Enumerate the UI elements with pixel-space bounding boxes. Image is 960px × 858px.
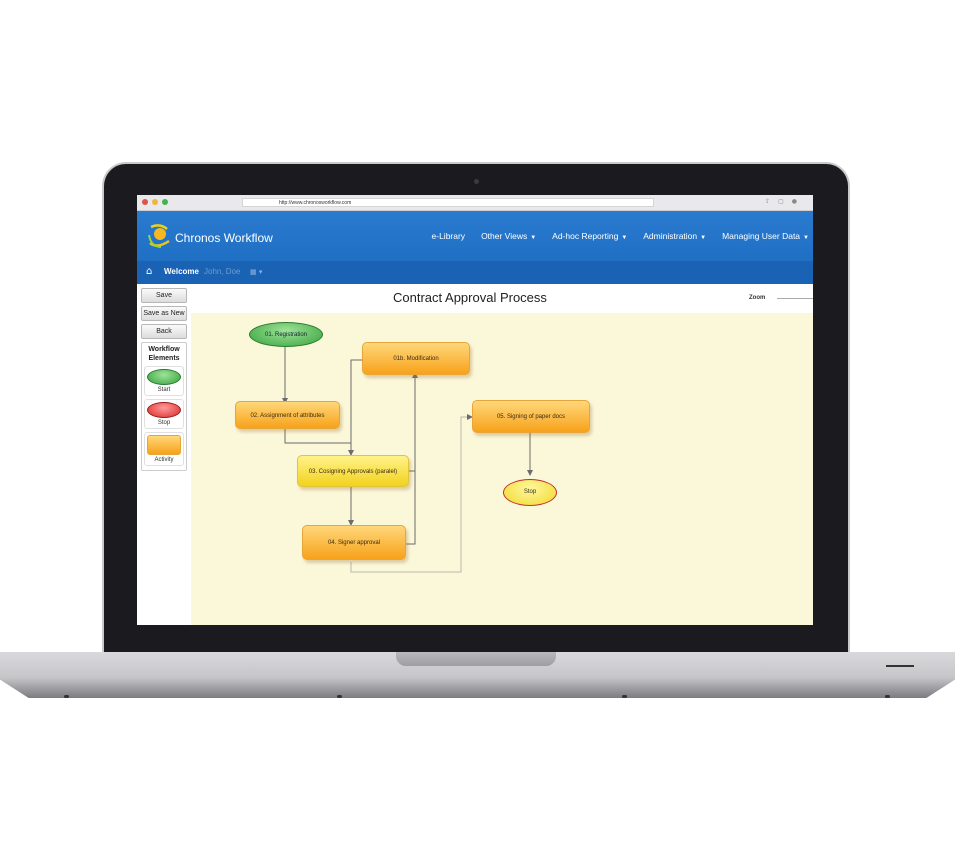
activity-shape-icon	[147, 435, 181, 455]
nav-other-views[interactable]: Other Views▼	[481, 231, 536, 241]
workflow-elements-palette: Workflow Elements Start Stop Activity	[141, 342, 187, 471]
workflow-node-signer-approval[interactable]: 04. Signer approval	[302, 525, 406, 560]
stop-shape-icon	[147, 402, 181, 418]
main-nav: e-Library Other Views▼ Ad-hoc Reporting▼…	[432, 231, 809, 241]
chevron-down-icon: ▾	[258, 268, 263, 276]
app-header: Chronos Workflow e-Library Other Views▼ …	[137, 211, 813, 261]
nav-label: Managing User Data	[722, 231, 801, 241]
laptop-foot	[885, 695, 890, 698]
share-icon[interactable]: ⇪	[765, 198, 779, 205]
workflow-node-modification[interactable]: 01b. Modification	[362, 342, 470, 375]
minimize-window-button[interactable]	[152, 199, 158, 205]
page-title: Contract Approval Process	[393, 290, 547, 305]
workflow-canvas[interactable]: 01. Registration 01b. Modification 02. A…	[191, 313, 813, 625]
workflow-node-signing-of-paper-docs[interactable]: 05. Signing of paper docs	[472, 400, 590, 433]
node-label: Stop	[523, 489, 537, 495]
nav-administration[interactable]: Administration▼	[643, 231, 706, 241]
workflow-node-cosigning-approvals[interactable]: 03. Cosigning Approvals (paralel)	[297, 455, 409, 487]
palette-item-label: Stop	[157, 420, 171, 426]
address-bar[interactable]: http://www.chronosworkflow.com	[242, 198, 654, 207]
node-label: 03. Cosigning Approvals (paralel)	[308, 469, 398, 475]
home-icon[interactable]: ⌂	[146, 266, 153, 277]
chevron-down-icon: ▼	[803, 235, 809, 241]
settings-icon[interactable]: ●	[791, 198, 805, 205]
chevron-down-icon: ▼	[621, 235, 628, 241]
zoom-label: Zoom	[749, 295, 766, 301]
back-button[interactable]: Back	[141, 324, 187, 339]
nav-label: Administration	[643, 231, 698, 241]
brand-name[interactable]: Chronos Workflow	[175, 231, 273, 245]
user-name: John, Doe	[204, 267, 241, 276]
laptop-foot	[337, 695, 342, 698]
nav-label: Other Views	[481, 231, 528, 241]
palette-item-label: Activity	[154, 457, 174, 463]
save-as-new-button[interactable]: Save as New	[141, 306, 187, 321]
workflow-connectors	[282, 347, 533, 573]
workflow-node-registration[interactable]: 01. Registration	[249, 322, 323, 347]
laptop-foot	[622, 695, 627, 698]
welcome-label: Welcome	[164, 267, 199, 276]
sub-header: ⌂ Welcome John, Doe ▦ ▾	[137, 261, 813, 284]
chevron-down-icon: ▼	[530, 235, 537, 241]
palette-item-label: Start	[157, 387, 171, 393]
laptop-foot	[64, 695, 69, 698]
node-label: 05. Signing of paper docs	[496, 414, 566, 420]
palette-title: Workflow Elements	[142, 345, 186, 363]
sleep-indicator	[886, 665, 914, 667]
palette-title-line2: Elements	[148, 355, 180, 362]
workflow-node-assignment-of-attributes[interactable]: 02. Assignment of attributes	[235, 401, 340, 429]
palette-title-line1: Workflow	[148, 346, 180, 353]
nav-label: Ad-hoc Reporting	[552, 231, 619, 241]
nav-ad-hoc-reporting[interactable]: Ad-hoc Reporting▼	[552, 231, 627, 241]
language-dropdown[interactable]: ▦ ▾	[250, 268, 262, 276]
flag-icon: ▦	[250, 268, 257, 276]
save-button[interactable]: Save	[141, 288, 187, 303]
start-shape-icon	[147, 369, 181, 385]
node-label: 01. Registration	[264, 332, 308, 338]
workflow-node-stop[interactable]: Stop	[503, 479, 557, 506]
tabs-icon[interactable]: ▢	[778, 198, 792, 205]
palette-item-activity[interactable]: Activity	[144, 432, 184, 466]
sidebar: Save Save as New Back Workflow Elements …	[139, 288, 187, 471]
node-label: 04. Signer approval	[327, 540, 381, 546]
nav-managing-user-data[interactable]: Managing User Data▼	[722, 231, 809, 241]
zoom-slider[interactable]	[777, 298, 813, 299]
palette-item-start[interactable]: Start	[144, 366, 184, 396]
browser-toolbar: http://www.chronosworkflow.com ⇪▢●	[137, 195, 813, 211]
laptop-screen: http://www.chronosworkflow.com ⇪▢● Chron…	[137, 195, 813, 625]
close-window-button[interactable]	[142, 199, 148, 205]
maximize-window-button[interactable]	[162, 199, 168, 205]
chronos-logo-icon[interactable]	[147, 221, 173, 251]
nav-label: e-Library	[431, 231, 466, 241]
node-label: 02. Assignment of attributes	[250, 413, 325, 419]
browser-actions: ⇪▢●	[765, 198, 805, 205]
palette-item-stop[interactable]: Stop	[144, 399, 184, 429]
laptop-notch	[396, 652, 556, 666]
chevron-down-icon: ▼	[700, 235, 707, 241]
camera-icon	[474, 179, 479, 184]
node-label: 01b. Modification	[393, 356, 439, 362]
nav-e-library[interactable]: e-Library	[432, 231, 466, 241]
